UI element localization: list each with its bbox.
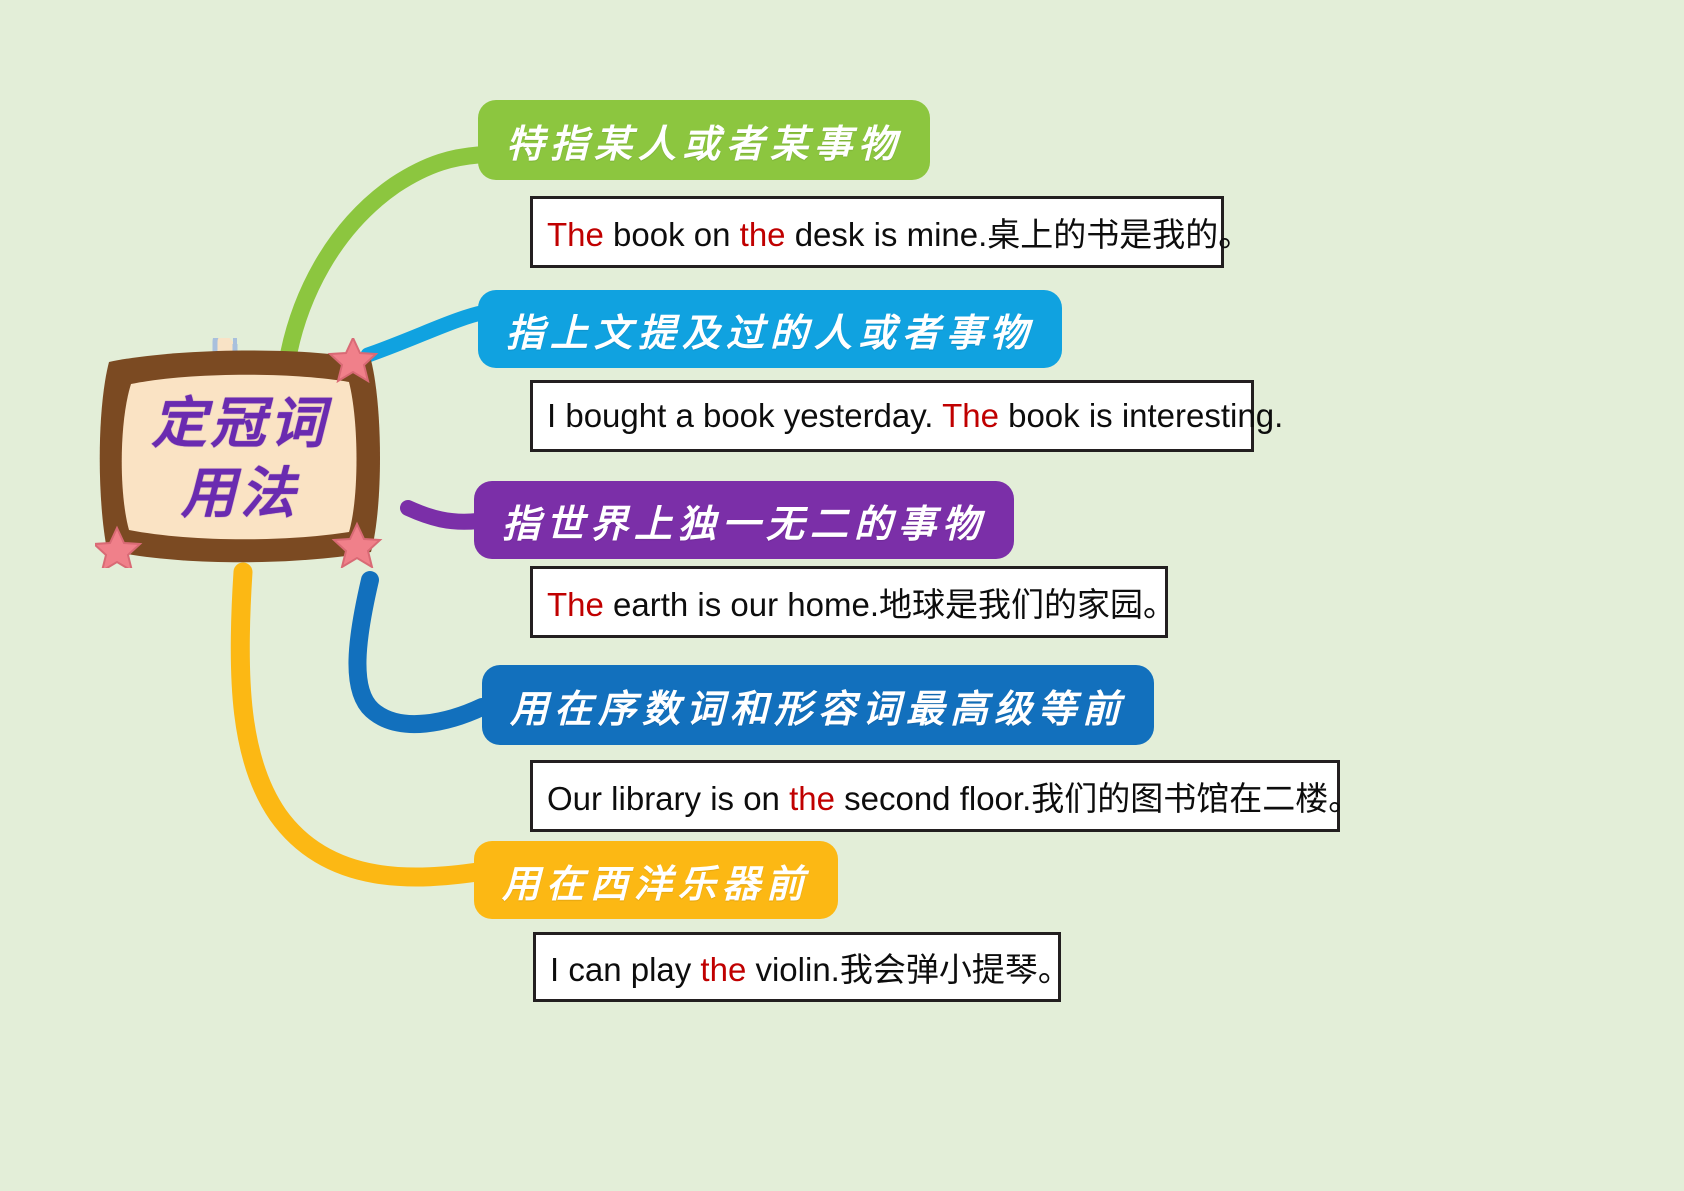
branch-label-5[interactable]: 用在西洋乐器前 [474,841,839,919]
example-box-3-text: The earth is our home.地球是我们的家园。 [547,578,1176,626]
example-text-segment: I bought a book yesterday. [547,397,943,434]
example-text-segment: earth is our home. [603,586,880,623]
example-text-segment: 我会弹小提琴。 [839,950,1071,989]
connector-branch-1 [280,146,487,361]
example-text-segment: book is interesting. [998,397,1284,434]
branch-label-4[interactable]: 用在序数词和形容词最高级等前 [482,665,1155,745]
example-box-3: The earth is our home.地球是我们的家园。 [530,566,1176,638]
example-text-segment: violin. [746,951,840,988]
branch-label-3-text: 指世界上独一无二的事物 [502,500,987,546]
branch-label-1[interactable]: 特指某人或者某事物 [478,100,931,180]
branch-label-1-text: 特指某人或者某事物 [506,120,903,166]
central-topic-line2: 用法 [180,460,299,525]
example-text-segment: 我们的图书馆在二楼。 [1031,779,1362,818]
board-paper [121,374,357,540]
example-text-segment: 地球是我们的家园。 [879,585,1177,624]
star-icon [331,521,383,568]
highlighted-article: the [789,780,835,817]
star-icon [95,525,143,568]
example-text-segment: book on [603,216,740,253]
branch-label-4-text: 用在序数词和形容词最高级等前 [510,685,1127,731]
branch-label-2-text: 指上文提及过的人或者事物 [506,309,1035,355]
highlighted-article: the [700,951,747,988]
board-frame-graphic [95,338,383,568]
example-box-5-text: I can play the violin.我会弹小提琴。 [550,943,1071,991]
branch-label-3[interactable]: 指世界上独一无二的事物 [474,481,1015,559]
example-text-segment: desk is mine. [785,216,988,253]
example-box-4: Our library is on the second floor.我们的图书… [530,760,1361,832]
example-box-2-text: I bought a book yesterday. The book is i… [547,397,1283,435]
connector-branch-5 [230,562,488,887]
central-topic-line1: 定冠词 [151,389,329,455]
branch-label-5-text: 用在西洋乐器前 [502,860,811,906]
example-box-1-text: The book on the desk is mine.桌上的书是我的。 [547,208,1251,256]
connector-branch-4 [348,571,491,734]
highlighted-article: The [547,586,604,623]
central-topic-text: 定冠词 用法 [95,368,385,548]
highlighted-article: the [739,216,786,253]
example-box-1: The book on the desk is mine.桌上的书是我的。 [530,196,1251,268]
central-topic-node[interactable]: 定冠词 用法 [95,338,385,568]
example-box-2: I bought a book yesterday. The book is i… [530,380,1283,452]
branch-label-2[interactable]: 指上文提及过的人或者事物 [478,290,1063,368]
highlighted-article: The [942,397,999,434]
star-icon [327,338,379,384]
example-box-4-text: Our library is on the second floor.我们的图书… [547,772,1361,820]
example-text-segment: I can play [550,951,701,988]
highlighted-article: The [547,216,604,253]
example-text-segment: 桌上的书是我的。 [987,215,1252,254]
example-text-segment: Our library is on [547,780,790,817]
example-box-5: I can play the violin.我会弹小提琴。 [533,932,1071,1002]
example-text-segment: second floor. [834,780,1032,817]
